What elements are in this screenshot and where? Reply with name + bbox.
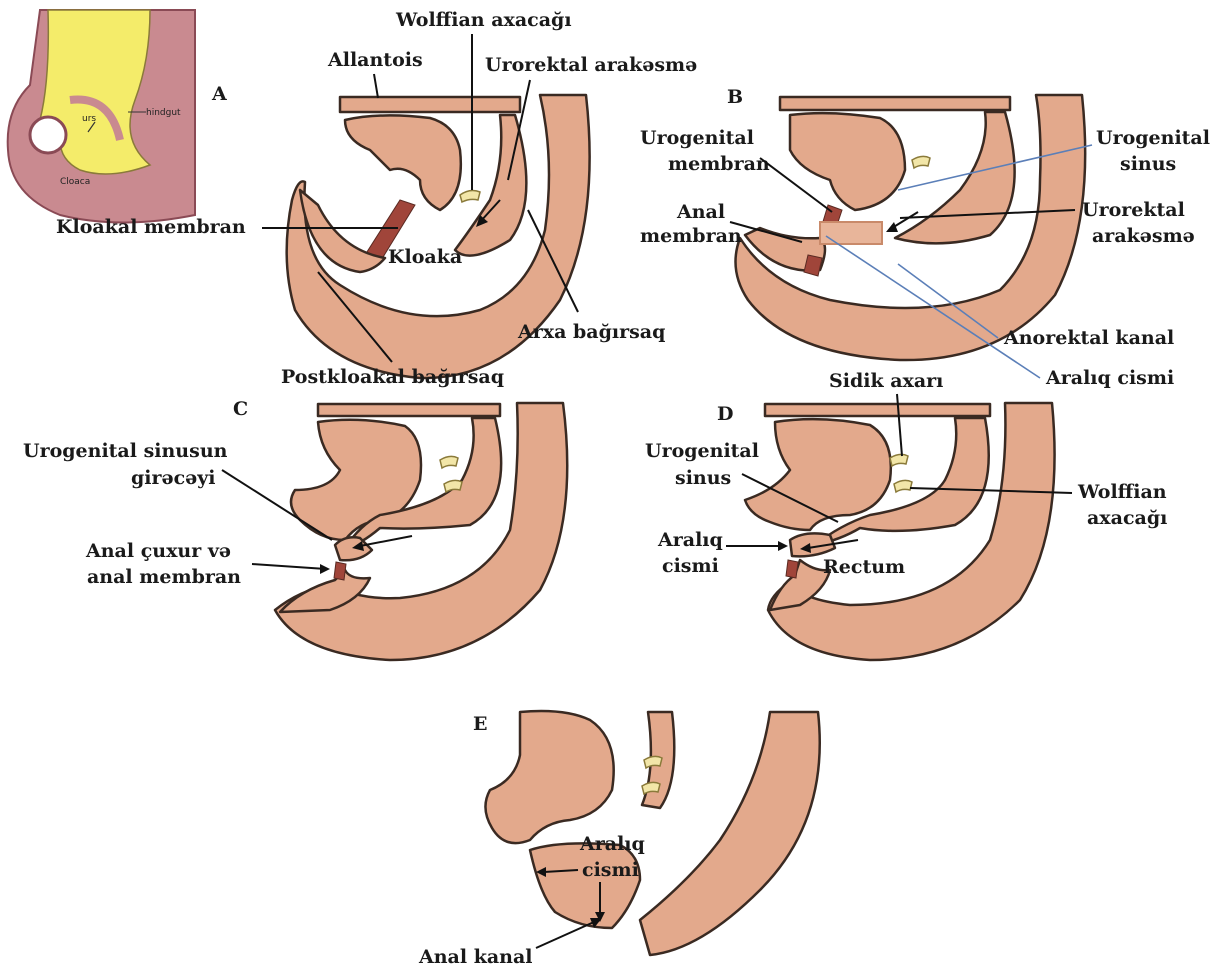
label-ug-sinus-opening-1: Urogenital sinusun — [23, 440, 228, 462]
label-anorectal-canal: Anorektal kanal — [1003, 327, 1174, 349]
panel-b-perineal-body — [820, 222, 882, 244]
leader-anal-canal — [536, 922, 594, 948]
label-ug-sinus-b-2: sinus — [1120, 153, 1176, 175]
label-perineal-body-e-2: cismi — [582, 859, 639, 881]
panel-c-perineal-wedge — [335, 537, 372, 560]
label-hindgut: Arxa bağırsaq — [517, 321, 665, 343]
inset-label-hindgut: hindgut — [146, 108, 181, 118]
panel-e-letter: E — [473, 713, 487, 735]
label-anal-pit-2: anal membran — [87, 566, 241, 588]
label-perineal-body-d-2: cismi — [662, 555, 719, 577]
panel-b-wolffian-duct — [912, 156, 930, 168]
panel-d-top-bar — [765, 404, 990, 416]
panel-b-top-bar — [780, 97, 1010, 110]
label-wolffian-duct-top: Wolffian axacağı — [395, 9, 572, 31]
label-cloaca: Kloaka — [388, 246, 462, 268]
label-anal-membrane-2: membran — [640, 225, 742, 247]
inset-label-cloaca: Cloaca — [60, 177, 90, 187]
panel-b-hindgut — [895, 112, 1015, 243]
panel-a-allantois — [340, 97, 520, 112]
panel-c-top-bar — [318, 404, 500, 416]
leader-anal-pit-arrowhead — [320, 564, 330, 574]
panel-e-perineal-body — [530, 843, 640, 928]
label-urorectal-septum-a: Urorektal arakəsmə — [485, 54, 697, 76]
panel-b-urorectal-arrowhead — [886, 222, 898, 232]
label-ug-membrane-1: Urogenital — [640, 127, 754, 149]
label-perineal-body-d-1: Aralıq — [657, 529, 723, 551]
panel-b-ug-lobe — [790, 113, 905, 210]
panel-d-wolffian-duct-1 — [890, 454, 908, 466]
label-wolffian-d-1: Wolffian — [1077, 481, 1167, 503]
panel-c-letter: C — [233, 398, 248, 420]
panel-c-anal-membrane — [334, 562, 346, 580]
leader-anal-pit — [252, 564, 326, 569]
label-allantois: Allantois — [327, 49, 423, 71]
inset-figure: urs hindgut Cloaca — [8, 10, 195, 223]
leader-perineal-body-d-arrowhead — [778, 541, 788, 551]
panel-b: B — [727, 86, 1085, 360]
label-ug-sinus-d-1: Urogenital — [645, 440, 759, 462]
panel-d-ug-lobe — [745, 419, 891, 530]
panel-e-anterior-lobe — [485, 711, 613, 843]
label-anal-canal: Anal kanal — [418, 946, 533, 968]
panel-c: C — [233, 398, 567, 660]
label-ug-sinus-d-2: sinus — [675, 467, 731, 489]
label-perineal-body-b: Aralıq cismi — [1045, 367, 1174, 389]
label-perineal-body-e-1: Aralıq — [579, 833, 645, 855]
panel-d-wolffian-duct-2 — [894, 480, 912, 492]
panel-b-letter: B — [727, 86, 743, 108]
label-cloacal-membrane: Kloakal membran — [56, 216, 246, 238]
label-ureter: Sidik axarı — [829, 370, 943, 392]
label-postcloacal-gut: Postkloakal bağırsaq — [281, 366, 504, 388]
panel-b-body-wall — [736, 95, 1086, 360]
panel-e: E — [473, 711, 820, 955]
label-urorectal-b-1: Urorektal — [1082, 199, 1185, 221]
panel-d-letter: D — [717, 403, 733, 425]
label-ug-sinus-b-1: Urogenital — [1096, 127, 1210, 149]
panel-a-letter: A — [211, 83, 227, 105]
inset-label-urs: urs — [82, 114, 96, 124]
label-urorectal-b-2: arakəsmə — [1092, 225, 1195, 247]
panel-c-wolffian-duct-1 — [440, 456, 458, 468]
panel-d: D — [717, 403, 1055, 660]
inset-cloaca — [30, 117, 66, 153]
leader-allantois — [374, 74, 378, 98]
panel-a-hindgut — [455, 115, 526, 256]
label-ug-sinus-opening-2: girəcəyi — [131, 467, 216, 489]
label-ug-membrane-2: membran — [668, 153, 770, 175]
panel-d-anal-membrane — [786, 560, 798, 578]
label-anal-pit-1: Anal çuxur və — [85, 540, 231, 562]
label-anal-membrane-1: Anal — [676, 201, 725, 223]
label-rectum: Rectum — [823, 556, 905, 578]
label-wolffian-d-2: axacağı — [1087, 507, 1167, 529]
panel-a-wolffian-duct — [460, 191, 480, 202]
panel-a-ug-lobe — [345, 115, 461, 210]
